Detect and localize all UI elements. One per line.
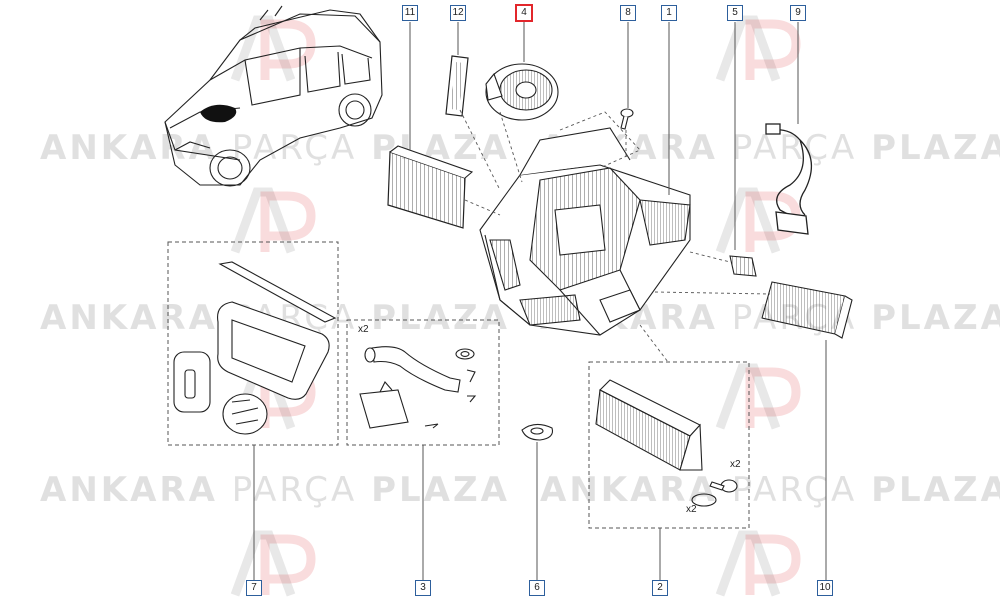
callout-4-selected[interactable]: 4 <box>515 4 533 22</box>
heater-core-part <box>595 379 738 507</box>
connector-part <box>729 255 757 277</box>
callout-2[interactable]: 2 <box>652 580 668 596</box>
callout-5[interactable]: 5 <box>727 5 743 21</box>
callout-1[interactable]: 1 <box>661 5 677 21</box>
seal-kit-part <box>173 261 337 435</box>
heater-housing-part <box>479 127 691 336</box>
callout-9[interactable]: 9 <box>790 5 806 21</box>
callout-11[interactable]: 11 <box>402 5 418 21</box>
callout-8[interactable]: 8 <box>620 5 636 21</box>
sensor-cable-part <box>765 123 812 235</box>
assembly-lines <box>459 109 771 363</box>
bracket-part <box>521 423 554 441</box>
vehicle-illustration <box>164 5 383 187</box>
callout-6[interactable]: 6 <box>529 580 545 596</box>
leader-lines <box>253 22 827 580</box>
callout-10[interactable]: 10 <box>817 580 833 596</box>
small-filter-part <box>445 55 469 117</box>
heater-location-marker <box>200 104 237 123</box>
blower-motor-part <box>485 63 559 121</box>
callout-7[interactable]: 7 <box>246 580 262 596</box>
quantity-label: x2 <box>686 504 697 515</box>
heater-resistor-part <box>761 281 853 339</box>
cabin-filter-part <box>387 145 474 229</box>
screw-part <box>620 108 634 130</box>
quantity-label: x2 <box>730 459 741 470</box>
heater-pipe-part <box>359 346 477 429</box>
callout-3[interactable]: 3 <box>415 580 431 596</box>
quantity-label: x2 <box>358 324 369 335</box>
callout-12[interactable]: 12 <box>450 5 466 21</box>
